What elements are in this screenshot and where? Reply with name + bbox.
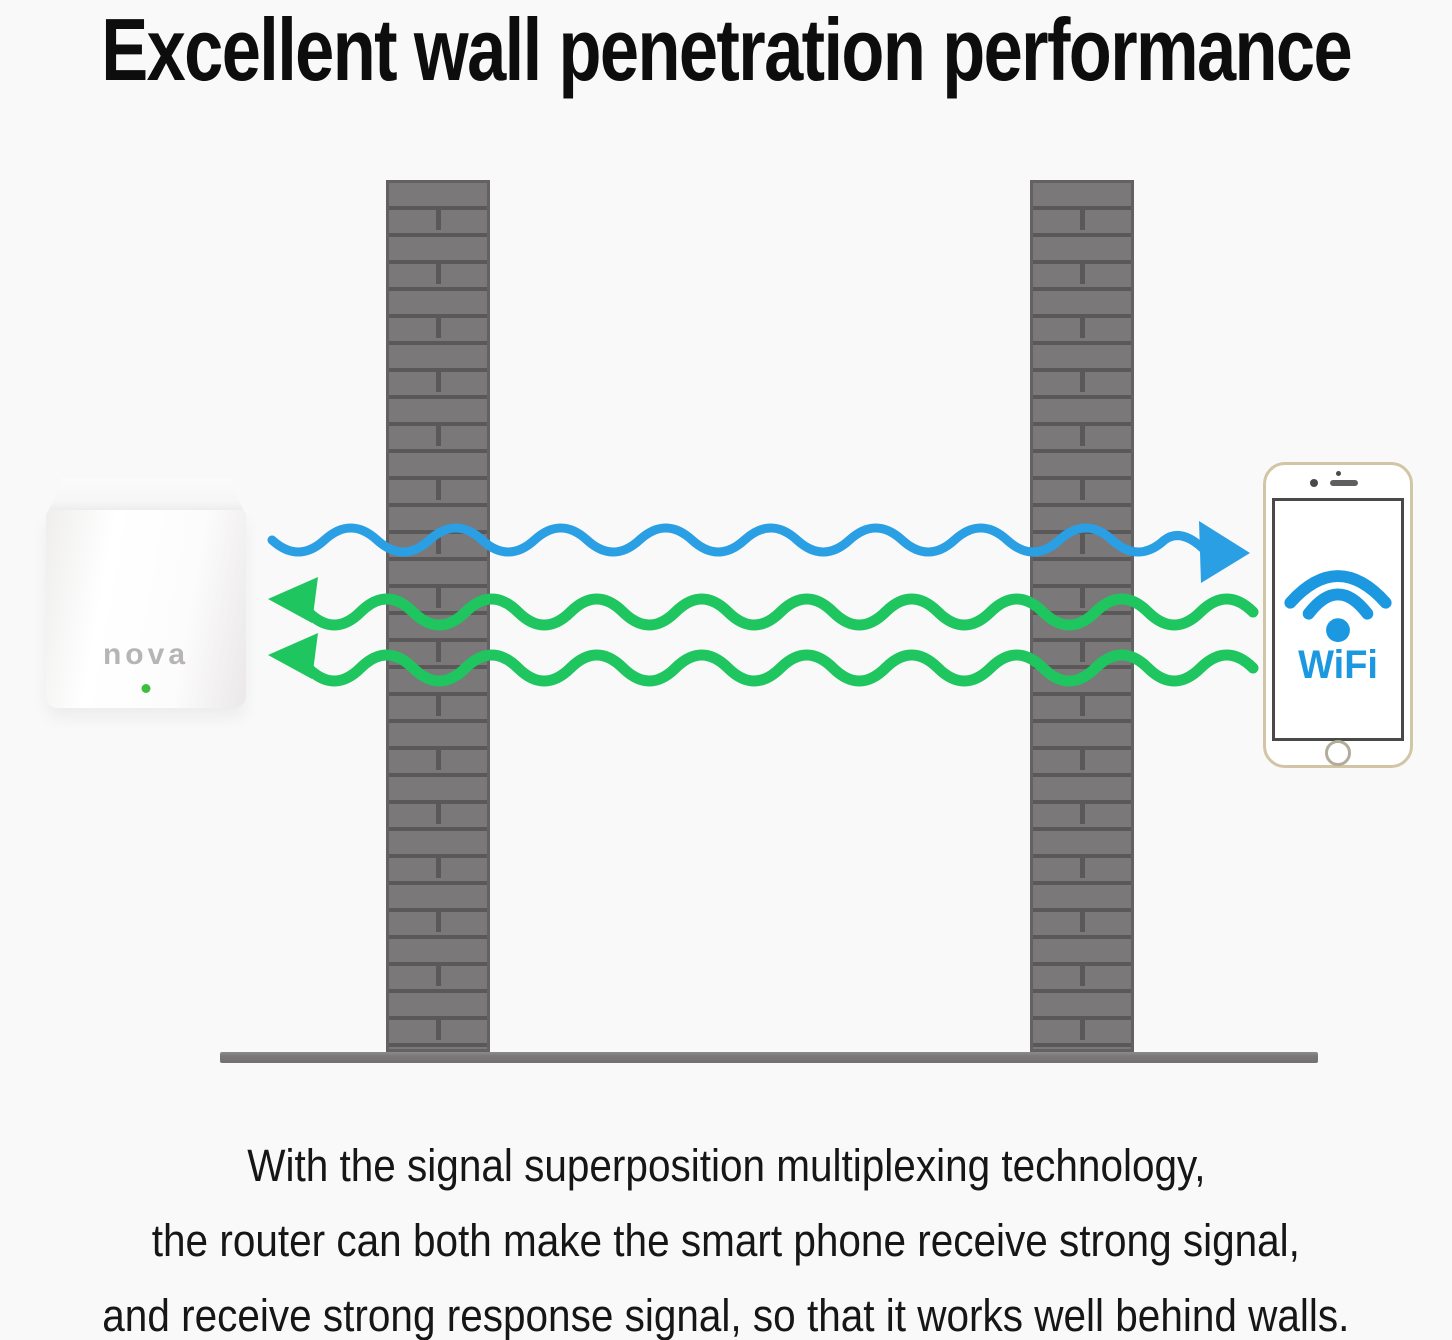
router-led-indicator — [141, 684, 151, 693]
wifi-icon — [1284, 569, 1392, 642]
page-title: Excellent wall penetration performance — [101, 0, 1352, 99]
router-front-face — [46, 510, 246, 708]
wifi-label: WiFi — [1298, 642, 1378, 687]
description-block: With the signal superposition multiplexi… — [0, 1128, 1452, 1340]
brick-wall-right — [1030, 180, 1134, 1052]
phone-speaker — [1330, 480, 1358, 486]
phone-sensor-dot — [1335, 471, 1341, 476]
floor-line — [220, 1052, 1318, 1063]
description-line-3: and receive strong response signal, so t… — [102, 1290, 1350, 1340]
brick-mortar-lines-right — [1079, 207, 1085, 1049]
response-signal-arrowhead-icon-2 — [268, 633, 318, 679]
brick-mortar-lines-left — [435, 207, 441, 1049]
description-line-1: With the signal superposition multiplexi… — [246, 1140, 1206, 1191]
response-signal-arrowhead-icon-1 — [268, 577, 318, 623]
phone-screen: WiFi — [1272, 498, 1404, 741]
brick-wall-left — [386, 180, 490, 1052]
outgoing-signal-arrowhead-icon — [1199, 521, 1250, 583]
router-brand-label: nova — [102, 638, 190, 671]
smartphone: WiFi — [1263, 462, 1413, 768]
router-device: nova — [46, 478, 246, 708]
title-container: Excellent wall penetration performance — [0, 0, 1452, 106]
phone-camera-icon — [1310, 479, 1318, 487]
router-top-face — [48, 478, 244, 512]
phone-home-button — [1325, 740, 1351, 766]
description-line-2: the router can both make the smart phone… — [151, 1215, 1301, 1266]
